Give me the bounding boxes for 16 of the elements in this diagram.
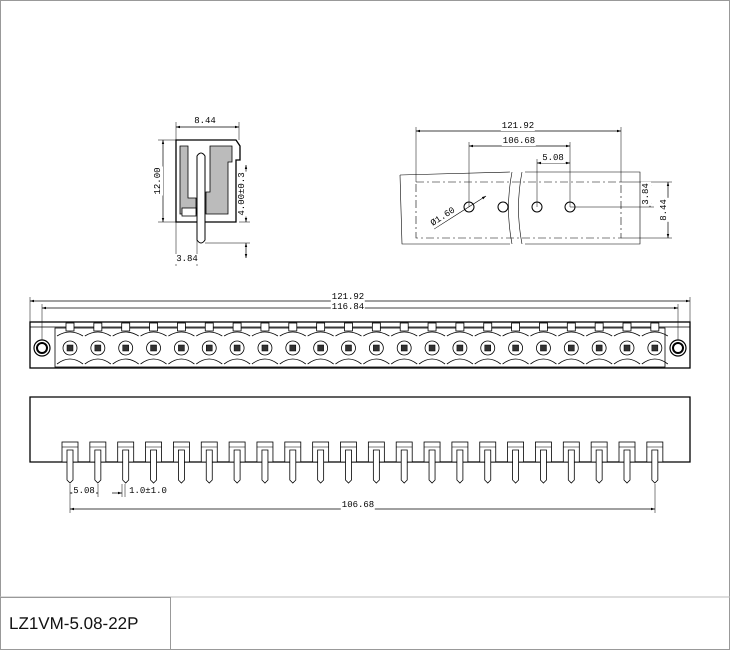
dimension-text: 1.0±1.0 <box>128 486 168 496</box>
dimension-text: 106.68 <box>340 500 376 510</box>
dimension-text: 121.92 <box>330 292 366 302</box>
dimension-text: 5.08 <box>541 153 565 163</box>
part-number: LZ1VM-5.08-22P <box>9 614 138 634</box>
dimension-text: 3.84 <box>175 254 199 264</box>
dimension-text: 106.68 <box>502 136 536 146</box>
dimension-text: 116.84 <box>330 302 366 312</box>
dimension-text: 5.08 <box>72 486 96 496</box>
dimension-text: 8.44 <box>659 198 669 222</box>
dimension-text: 4.00±0.3 <box>237 171 247 217</box>
dimension-text: 3.84 <box>641 182 651 206</box>
dimension-text: 8.44 <box>193 116 217 126</box>
title-block <box>0 597 171 650</box>
dimension-text: 121.92 <box>500 121 536 131</box>
dimension-text: 12.00 <box>153 166 163 196</box>
